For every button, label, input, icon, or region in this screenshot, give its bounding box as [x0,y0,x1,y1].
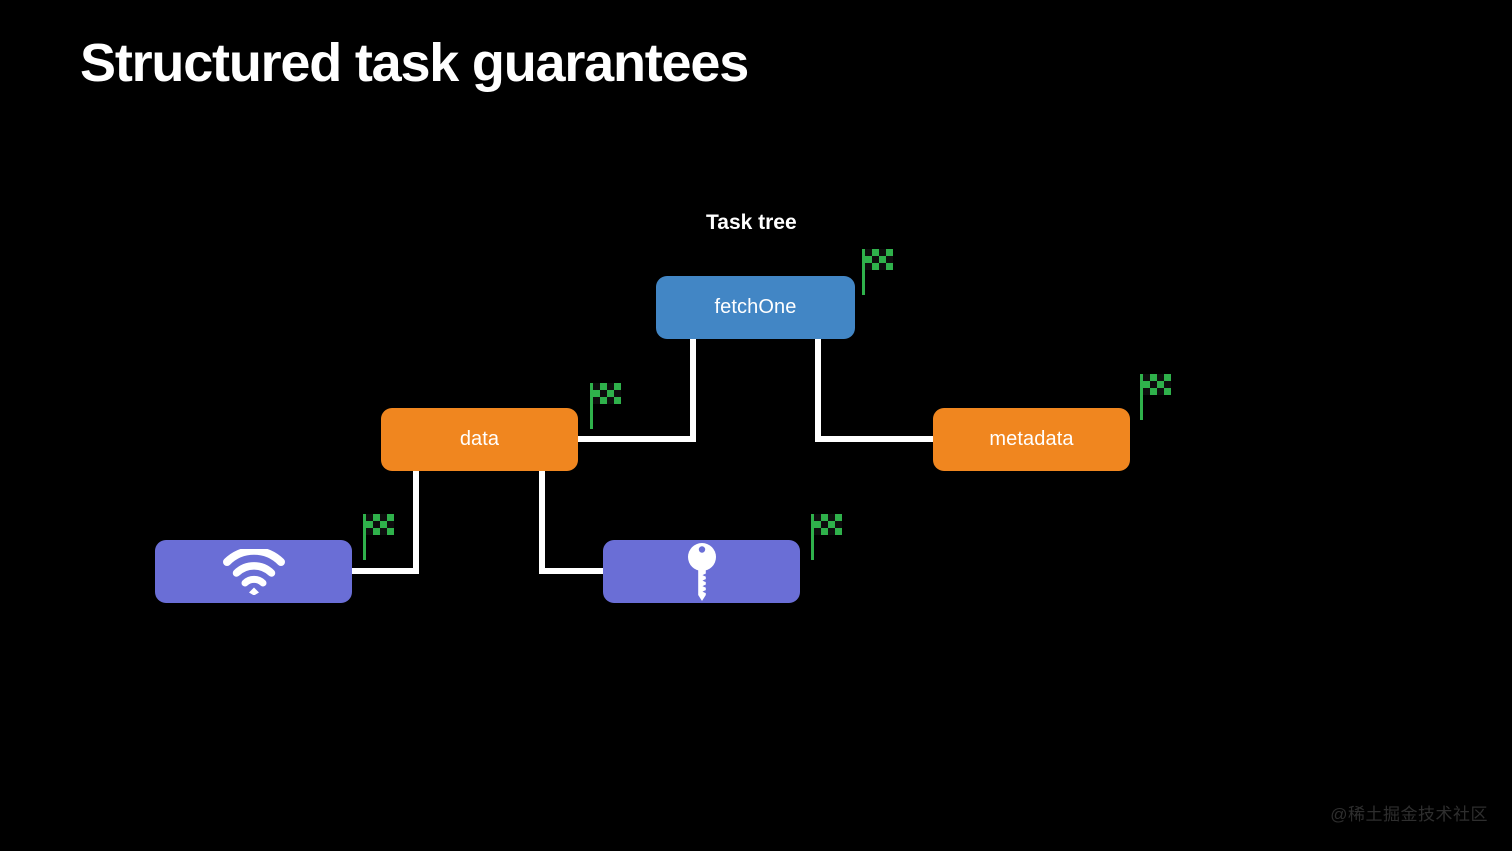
finish-flag-icon [590,383,621,429]
task-node-network[interactable] [155,540,352,603]
page-title: Structured task guarantees [80,33,749,93]
diagram-caption: Task tree [706,211,797,234]
task-node-label: data [459,428,500,450]
edge-fetchone-metadata [815,339,933,442]
wifi-icon [222,548,285,595]
finish-flag-icon [862,249,893,295]
edge-data-credentials [539,471,603,574]
task-node-metadata[interactable]: metadata [933,408,1130,471]
task-node-fetchone[interactable]: fetchOne [656,276,855,339]
finish-flag-icon [811,514,842,560]
task-node-credentials[interactable] [603,540,800,603]
task-node-label: metadata [989,428,1074,450]
task-node-label: fetchOne [714,296,797,318]
finish-flag-icon [1140,374,1171,420]
key-icon [687,542,716,601]
finish-flag-icon [363,514,394,560]
task-node-data[interactable]: data [381,408,578,471]
watermark: @稀土掘金技术社区 [1330,805,1488,824]
